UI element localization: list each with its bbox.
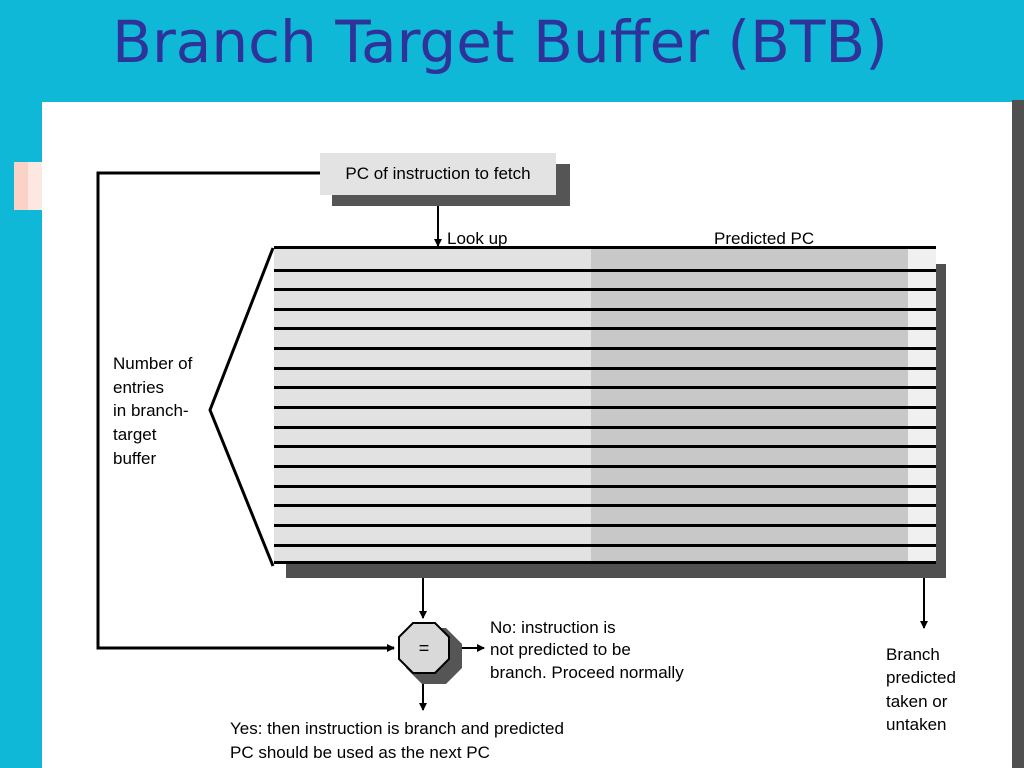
prediction-line: taken or — [886, 692, 948, 711]
btb-predicted-pc-column — [591, 246, 908, 564]
btb-row-line — [274, 406, 936, 409]
btb-row-line — [274, 288, 936, 291]
entries-bracket — [208, 247, 275, 567]
no-branch-line: branch. Proceed normally — [490, 663, 684, 682]
yes-branch-line: Yes: then instruction is branch and pred… — [230, 719, 564, 738]
btb-row-line — [274, 308, 936, 311]
no-branch-line: No: instruction is — [490, 618, 616, 637]
btb-row-line — [274, 465, 936, 468]
prediction-line: untaken — [886, 715, 947, 734]
predicted-pc-label: Predicted PC — [714, 229, 815, 248]
btb-table — [274, 246, 936, 564]
pc-input-box: PC of instruction to fetch — [320, 153, 556, 195]
btb-row-line — [274, 544, 936, 547]
btb-row-line — [274, 347, 936, 350]
btb-row-line — [274, 485, 936, 488]
slide-title: Branch Target Buffer (BTB) — [112, 8, 888, 76]
btb-row-line — [274, 561, 936, 564]
entries-label-line: entries — [113, 378, 165, 397]
entries-label-line: target — [113, 425, 157, 444]
btb-row-line — [274, 504, 936, 507]
btb-row-line — [274, 327, 936, 330]
yes-branch-line: PC should be used as the next PC — [230, 743, 490, 762]
btb-row-line — [274, 269, 936, 272]
lookup-label: Look up — [447, 229, 508, 248]
entries-label-line: in branch- — [113, 401, 189, 420]
btb-row-line — [274, 426, 936, 429]
btb-tag-column — [274, 246, 591, 564]
entries-label-line: Number of — [113, 354, 193, 373]
btb-row-line — [274, 386, 936, 389]
prediction-line: Branch — [886, 645, 940, 664]
decorative-tab — [14, 162, 42, 210]
prediction-line: predicted — [886, 668, 956, 687]
compare-symbol: = — [418, 638, 430, 658]
compare-node — [398, 622, 450, 674]
btb-row-line — [274, 524, 936, 527]
entries-label-line: buffer — [113, 449, 157, 468]
slide-side-shadow — [1012, 100, 1024, 768]
btb-row-line — [274, 445, 936, 448]
pc-feedback-arrow — [96, 171, 395, 652]
no-branch-line: not predicted to be — [490, 640, 631, 659]
btb-row-line — [274, 246, 936, 249]
btb-row-line — [274, 367, 936, 370]
